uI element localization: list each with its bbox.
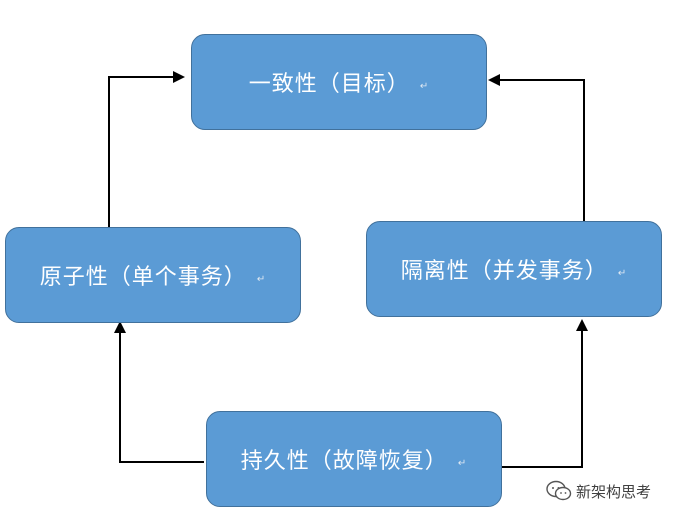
node-atomicity: 原子性（单个事务） ↵ (5, 227, 301, 323)
node-consistency: 一致性（目标） ↵ (191, 34, 487, 130)
arrow-durability-to-atomicity (114, 321, 204, 463)
node-durability: 持久性（故障恢复） ↵ (206, 411, 502, 507)
node-isolation-label: 隔离性（并发事务） (400, 259, 608, 284)
paragraph-mark: ↵ (256, 273, 267, 285)
paragraph-mark: ↵ (419, 80, 430, 92)
arrow-isolation-to-consistency (488, 74, 585, 221)
node-atomicity-label: 原子性（单个事务） (39, 265, 247, 290)
arrow-atomicity-to-consistency (108, 71, 185, 227)
wechat-icon (546, 480, 572, 501)
paragraph-mark: ↵ (457, 457, 468, 469)
paragraph-mark: ↵ (617, 267, 628, 279)
node-durability-label: 持久性（故障恢复） (240, 449, 448, 474)
node-isolation: 隔离性（并发事务） ↵ (366, 221, 662, 317)
watermark: 新架构思考 (546, 480, 651, 502)
node-consistency-label: 一致性（目标） (248, 72, 410, 97)
watermark-text: 新架构思考 (576, 482, 652, 501)
arrow-durability-to-isolation (497, 319, 588, 468)
